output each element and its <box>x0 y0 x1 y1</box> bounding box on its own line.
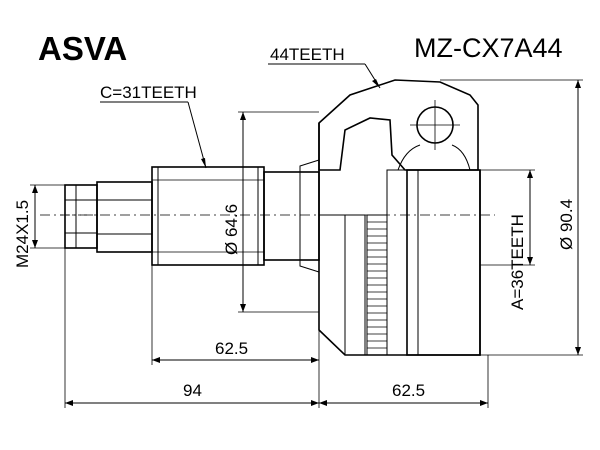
outer-housing <box>318 79 481 356</box>
abs-ring <box>366 214 388 356</box>
outer-teeth-callout: 44TEETH <box>268 45 381 89</box>
shaft-teeth-label: C=31TEETH <box>100 83 197 102</box>
brand-logo-text: ASVA <box>38 30 127 67</box>
total-left-dimension: 94 <box>64 248 320 408</box>
thread-dimension: M24X1.5 <box>13 184 65 268</box>
shaft-length-label: 62.5 <box>215 339 248 358</box>
abs-teeth-label: A=36TEETH <box>508 214 527 310</box>
outer-teeth-label: 44TEETH <box>270 45 345 64</box>
total-left-label: 94 <box>183 381 202 400</box>
thread-label: M24X1.5 <box>13 200 32 268</box>
right-length-label: 62.5 <box>392 381 425 400</box>
spline-shaft <box>96 159 320 273</box>
right-length-dimension: 62.5 <box>319 355 489 408</box>
outer-diameter-label: Ø 90.4 <box>557 199 576 250</box>
shaft-diameter-label: Ø 64.6 <box>222 204 241 255</box>
outer-diameter-dimension: Ø 90.4 <box>440 79 583 356</box>
shaft-diameter-dimension: Ø 64.6 <box>222 111 319 313</box>
part-number: MZ-CX7A44 <box>414 33 563 63</box>
threaded-stub <box>60 184 98 249</box>
abs-teeth-dimension: A=36TEETH <box>480 169 535 310</box>
shaft-teeth-callout: C=31TEETH <box>100 83 207 169</box>
shaft-length-dimension: 62.5 <box>151 265 319 365</box>
